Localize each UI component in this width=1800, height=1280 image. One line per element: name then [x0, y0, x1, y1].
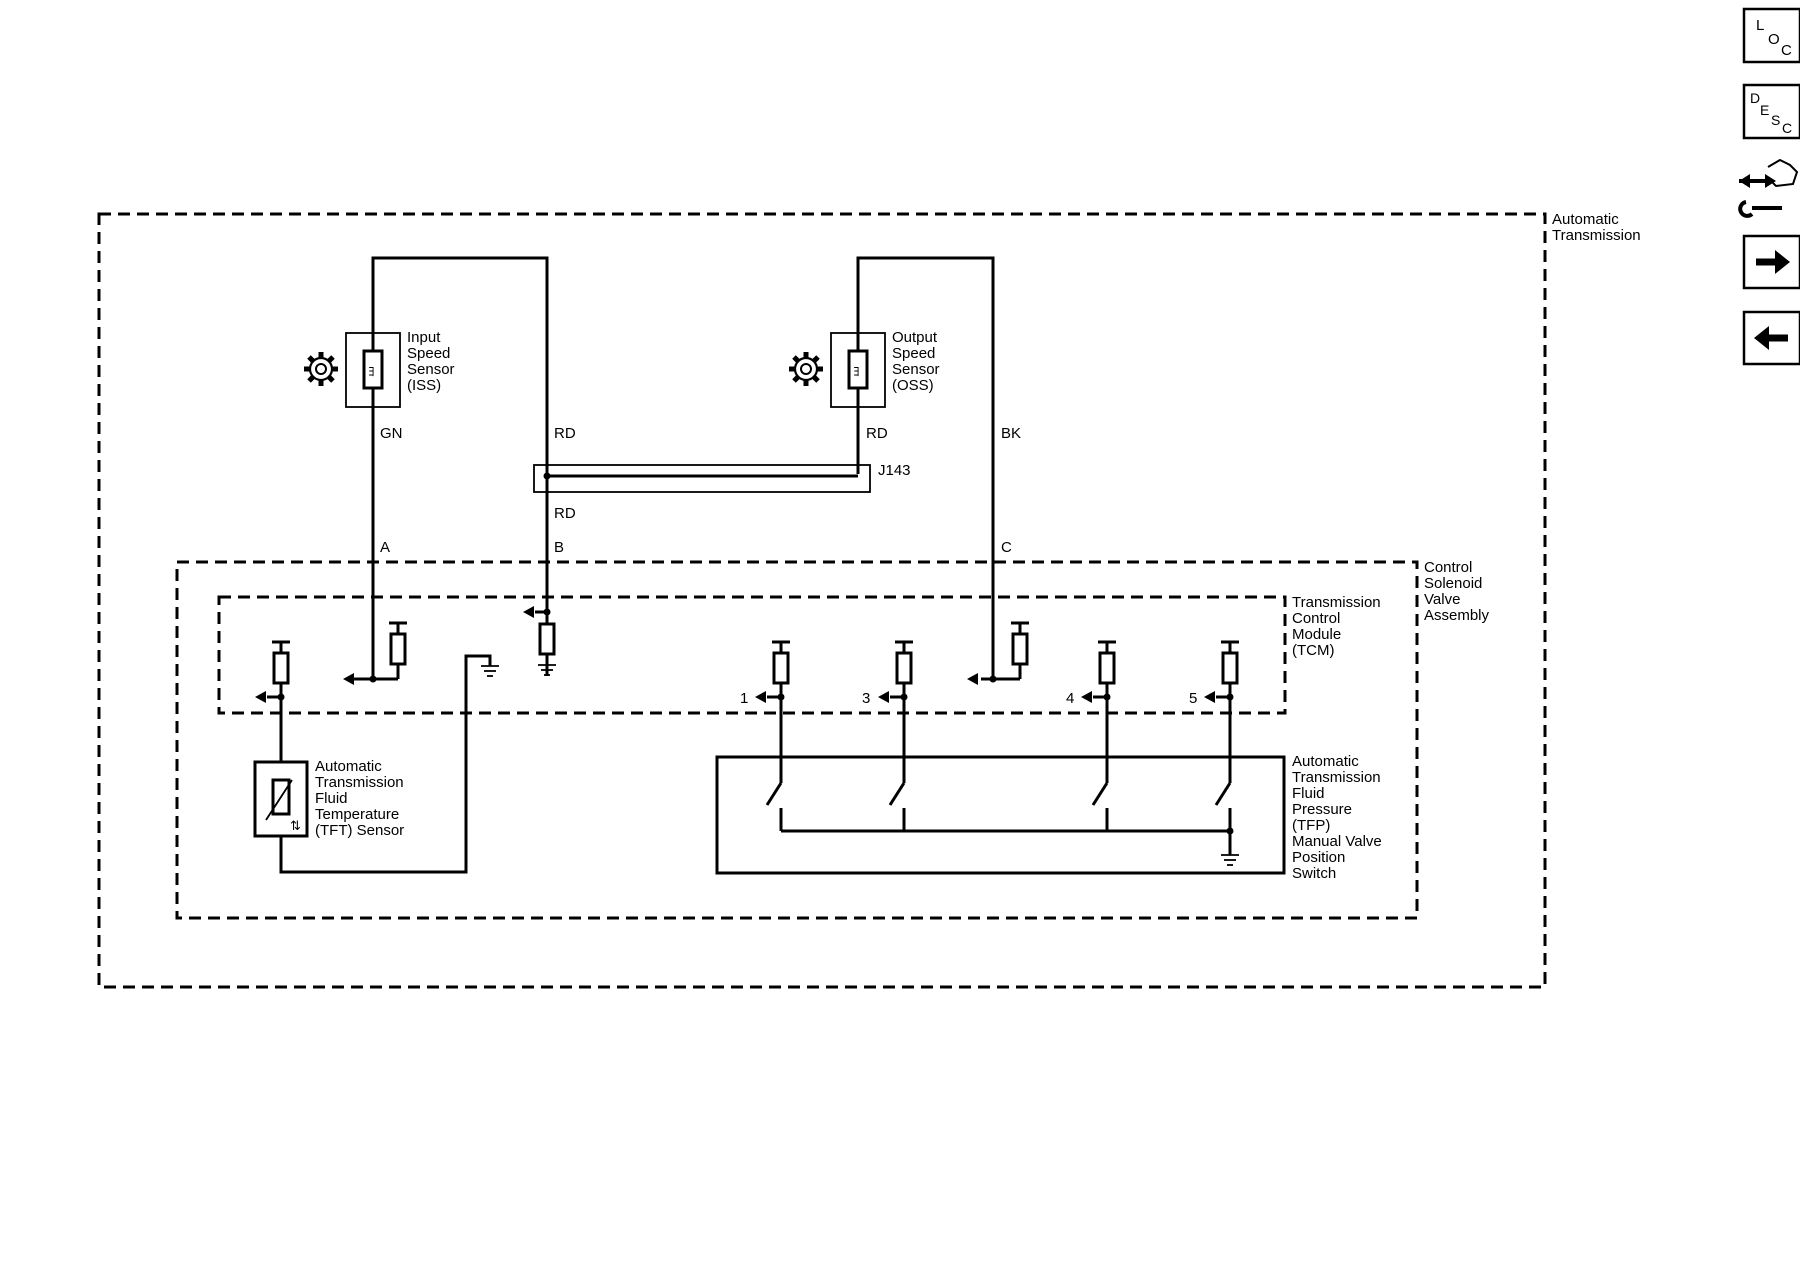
svg-text:Transmission: Transmission [1552, 227, 1641, 244]
iss-label: Input Speed Sensor (ISS) [407, 329, 455, 394]
pin-a-label: A [380, 539, 390, 556]
iss-wiring [343, 256, 549, 685]
svg-text:Solenoid: Solenoid [1424, 575, 1482, 592]
svg-text:O: O [1768, 31, 1780, 48]
next-page-button[interactable] [1742, 234, 1800, 290]
svg-text:Fluid: Fluid [1292, 785, 1325, 802]
svg-text:Speed: Speed [407, 345, 450, 362]
tcm-boundary [217, 595, 1287, 715]
switch-circuit-number-4: 4 [1066, 690, 1074, 707]
tfp-ground-icon [1220, 854, 1240, 866]
svg-text:Valve: Valve [1424, 591, 1460, 608]
svg-text:Manual Valve: Manual Valve [1292, 833, 1382, 850]
oss-magnet-icon: ﾖ [853, 364, 860, 379]
switch-circuit-number-3: 3 [862, 690, 870, 707]
splice-out-wire-color: RD [554, 505, 576, 522]
svg-text:Assembly: Assembly [1424, 607, 1490, 624]
switch-circuit-number-1: 1 [740, 690, 748, 707]
arrow-right-icon [1775, 250, 1790, 274]
svg-text:(OSS): (OSS) [892, 377, 934, 394]
iss-signal-wire-color: GN [380, 425, 403, 442]
svg-text:C: C [1781, 42, 1792, 59]
connector-service-icon[interactable] [1738, 158, 1799, 218]
tft-ground-icon [480, 665, 500, 677]
svg-text:Input: Input [407, 329, 441, 346]
tcm-label: Transmission Control Module (TCM) [1292, 594, 1381, 659]
svg-text:Fluid: Fluid [315, 790, 348, 807]
control-solenoid-valve-assembly-boundary [175, 560, 1419, 920]
tft-pullup-resistor [270, 640, 292, 696]
svg-text:Sensor: Sensor [892, 361, 940, 378]
oss-pullup-resistor [1009, 621, 1031, 677]
arrow-left-icon [1754, 326, 1769, 350]
oss-supply-wire-color: RD [866, 425, 888, 442]
oss-wiring [856, 256, 1031, 685]
tfp-switch-box [715, 755, 1286, 875]
tfp-label: Automatic Transmission Fluid Pressure (T… [1292, 753, 1382, 882]
svg-text:Control: Control [1424, 559, 1472, 576]
svg-text:(ISS): (ISS) [407, 377, 441, 394]
pin-b-circuit [523, 476, 557, 676]
svg-text:Automatic: Automatic [1292, 753, 1359, 770]
tft-circuit: ⇅ [253, 640, 500, 874]
svg-text:Transmission: Transmission [1292, 594, 1381, 611]
splice-j143-label: J143 [878, 462, 911, 479]
control-solenoid-valve-assembly-label: Control Solenoid Valve Assembly [1424, 559, 1490, 624]
oss-gear-icon [789, 352, 823, 386]
svg-text:(TCM): (TCM) [1292, 642, 1334, 659]
switch-circuit-number-5: 5 [1189, 690, 1197, 707]
switch-circuit-numbers: 1 3 4 5 [740, 690, 1197, 707]
svg-text:Transmission: Transmission [1292, 769, 1381, 786]
svg-text:C: C [1782, 120, 1792, 136]
svg-text:L: L [1756, 17, 1764, 34]
automatic-transmission-boundary [97, 212, 1547, 989]
oss-signal-wire-color: BK [1001, 425, 1021, 442]
tft-temperature-arrows-icon: ⇅ [290, 818, 301, 833]
svg-text:Position: Position [1292, 849, 1345, 866]
svg-text:Sensor: Sensor [407, 361, 455, 378]
svg-text:Automatic: Automatic [1552, 211, 1619, 228]
svg-text:(TFP): (TFP) [1292, 817, 1330, 834]
pin-b-label: B [554, 539, 564, 556]
svg-text:Switch: Switch [1292, 865, 1336, 882]
pin-b-resistor [538, 622, 556, 656]
splice-j143 [533, 464, 871, 493]
previous-page-button[interactable] [1742, 310, 1800, 366]
svg-text:E: E [1760, 102, 1769, 118]
iss-gear-icon [304, 352, 338, 386]
svg-text:(TFT) Sensor: (TFT) Sensor [315, 822, 404, 839]
svg-text:Module: Module [1292, 626, 1341, 643]
tfp-switch-circuit-3 [878, 640, 915, 831]
svg-text:Speed: Speed [892, 345, 935, 362]
svg-text:Output: Output [892, 329, 938, 346]
output-speed-sensor: ﾖ [789, 332, 886, 408]
svg-text:Control: Control [1292, 610, 1340, 627]
pin-c-label: C [1001, 539, 1012, 556]
svg-text:Transmission: Transmission [315, 774, 404, 791]
tfp-switch-circuit-4 [1081, 640, 1118, 831]
iss-supply-wire-color: RD [554, 425, 576, 442]
tfp-switch-circuit-1 [755, 640, 792, 831]
iss-magnet-icon: ﾖ [368, 364, 375, 379]
svg-text:Pressure: Pressure [1292, 801, 1352, 818]
loc-button[interactable]: L O C [1742, 7, 1800, 64]
automatic-transmission-label: Automatic Transmission [1552, 211, 1641, 244]
svg-text:Automatic: Automatic [315, 758, 382, 775]
svg-text:D: D [1750, 90, 1760, 106]
svg-text:Temperature: Temperature [315, 806, 399, 823]
input-speed-sensor: ﾖ [304, 332, 401, 408]
svg-text:S: S [1771, 112, 1780, 128]
iss-pullup-resistor [387, 621, 409, 677]
oss-label: Output Speed Sensor (OSS) [892, 329, 940, 394]
desc-button[interactable]: D E S C [1742, 83, 1800, 140]
tft-label: Automatic Transmission Fluid Temperature… [315, 758, 404, 839]
